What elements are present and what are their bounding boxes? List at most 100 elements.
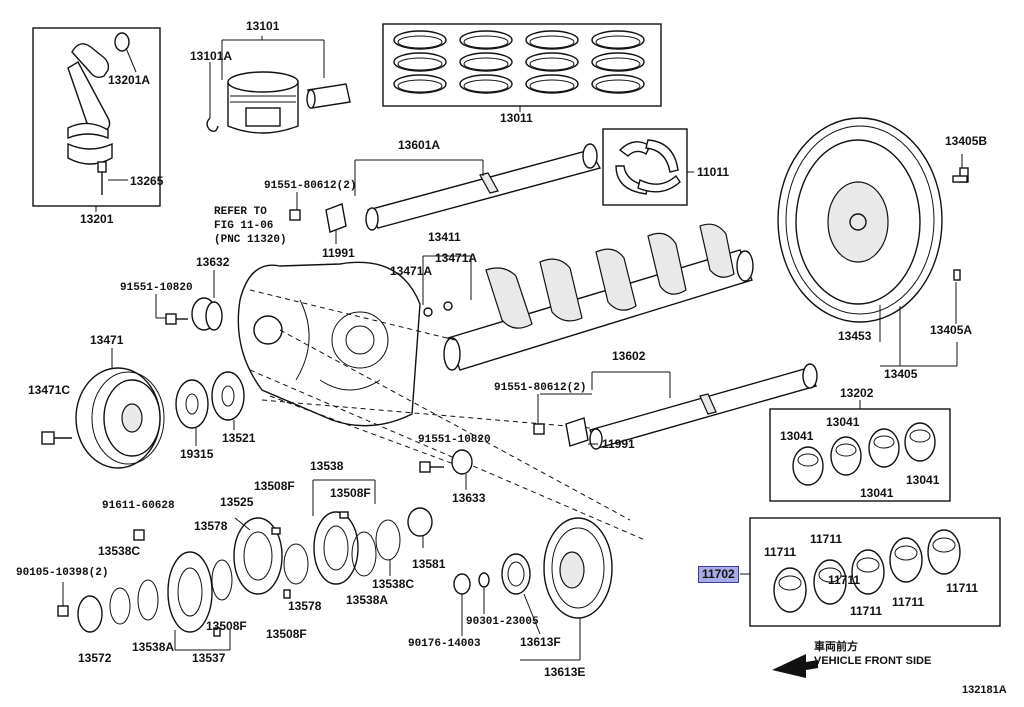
piston-ring-inner-icon [595,57,641,71]
label-refer-1: REFER TO [214,206,267,218]
label-13538C-a: 13538C [98,544,141,558]
piston-ring-icon [459,74,513,94]
piston-ring-icon [393,52,447,72]
plate-11991-b [565,417,589,447]
label-91551-80612-a: 91551-80612(2) [264,180,357,192]
label-13101A: 13101A [190,49,233,63]
label-13602: 13602 [612,349,646,363]
piston-ring-inner-icon [595,35,641,49]
label-91551-10820-a: 91551-10820 [120,282,193,294]
label-91551-10820-b: 91551-10820 [418,434,491,446]
main-bearing-shell-inner-icon [932,537,956,553]
piston-rings-group [382,23,662,107]
label-front-en: VEHICLE FRONT SIDE [814,655,932,667]
label-13601A: 13601A [398,138,441,152]
piston-ring-icon [393,30,447,50]
label-13508F-d: 13508F [266,627,307,641]
piston-ring-icon [393,74,447,94]
bearing-shell-inner-icon [873,435,895,449]
bearing-shell-inner-icon [909,429,931,443]
label-13572: 13572 [78,651,112,665]
label-13202: 13202 [840,386,874,400]
label-13632: 13632 [196,255,230,269]
label-13041-d: 13041 [906,473,940,487]
label-13405: 13405 [884,367,918,381]
label-figure-id: 132181A [962,684,1007,696]
piston-ring-icon [591,30,645,50]
main-bearing-shell-inner-icon [894,545,918,561]
label-11711-f: 11711 [828,573,861,587]
crankshaft [422,223,754,371]
bearing-shell-inner-icon [797,453,819,467]
piston-ring-inner-icon [397,79,443,93]
piston-ring-inner-icon [595,79,641,93]
gear-19315 [175,379,209,446]
label-11711-a: 11711 [810,532,843,546]
label-90105-10398: 90105-10398(2) [16,567,109,579]
label-11711-e: 11711 [946,581,979,595]
conrod-bearing-group [769,400,951,502]
label-13521: 13521 [222,431,256,445]
main-bearing-shell-inner-icon [856,557,880,573]
label-13538A-a: 13538A [132,640,175,654]
label-11702-highlighted[interactable]: 11702 [698,566,739,583]
piston-ring-icon [459,30,513,50]
seal-group [453,553,541,636]
gear-13521 [211,371,245,430]
label-13471A-left: 13471A [390,264,433,278]
plate-11991-a [325,203,347,233]
flywheel-group [777,117,969,367]
label-13508F-c: 13508F [206,619,247,633]
label-19315: 19315 [180,447,214,461]
label-13508F-a: 13508F [254,479,295,493]
piston-ring-inner-icon [463,35,509,49]
piston-ring-inner-icon [463,57,509,71]
bearing-shell-inner-icon [835,443,857,457]
label-13265: 13265 [130,174,164,188]
label-11711-c: 11711 [850,604,883,618]
label-13633: 13633 [452,491,486,505]
label-13581: 13581 [412,557,446,571]
label-13405A: 13405A [930,323,973,337]
label-90176-14003: 90176-14003 [408,638,481,650]
label-13578-a: 13578 [194,519,228,533]
label-90301-23005: 90301-23005 [466,616,539,628]
connecting-rod-group [32,27,161,207]
gear-13632 [191,270,223,331]
label-refer-3: (PNC 11320) [214,234,287,246]
label-13613E: 13613E [544,665,586,679]
label-13453: 13453 [838,329,872,343]
piston-group [206,36,351,134]
label-13538: 13538 [310,459,344,473]
piston-ring-inner-icon [463,79,509,93]
timing-cover [237,261,421,427]
label-13538A-b: 13538A [346,593,389,607]
label-11711-b: 11711 [764,545,797,559]
balance-shaft-upper [354,143,602,231]
bolts [41,192,592,617]
piston-ring-inner-icon [529,79,575,93]
label-11011: 11011 [697,165,730,179]
label-13411: 13411 [428,230,461,244]
label-11711-d: 11711 [892,595,925,609]
label-front-jp: 車両前方 [814,641,858,653]
label-13508F-b: 13508F [330,486,371,500]
crank-pulley [75,348,165,469]
timing-lower-group [77,479,433,651]
label-13471A-right: 13471A [435,251,478,265]
thrust-washer-group [602,128,688,206]
label-13041-c: 13041 [860,486,894,500]
balance-shaft-lower [589,363,818,450]
label-13041-a: 13041 [826,415,860,429]
piston-ring-inner-icon [529,57,575,71]
label-11991-a: 11991 [322,246,355,260]
main-bearing-group [740,517,1001,627]
label-13538C-b: 13538C [372,577,415,591]
piston-ring-icon [459,52,513,72]
main-bearing-shell-inner-icon [818,567,842,583]
label-13201: 13201 [80,212,114,226]
piston-ring-icon [525,52,579,72]
label-13471: 13471 [90,333,124,347]
